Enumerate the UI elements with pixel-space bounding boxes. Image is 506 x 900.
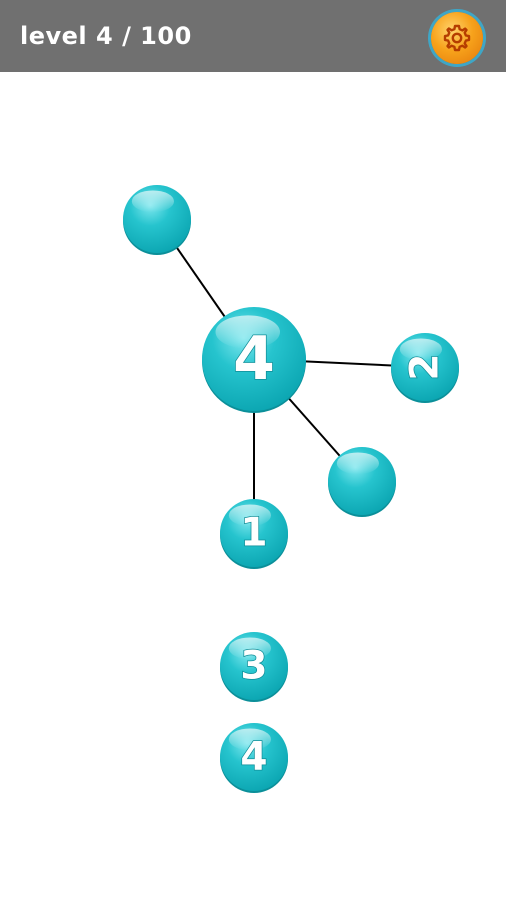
node-highlight [131,190,174,213]
node-label: 4 [233,324,275,394]
node-highlight [215,315,280,349]
board-canvas: 4 2 1 3 4 [123,185,459,793]
node-highlight [228,637,271,660]
node-highlight [228,504,271,527]
node-highlight [228,728,271,751]
game-board: 4 2 1 3 4 [0,72,506,900]
node-b[interactable]: 2 [391,333,459,403]
node-label: 2 [403,353,448,380]
node-c[interactable] [328,447,396,517]
node-d[interactable]: 1 [220,499,288,569]
node-label: 3 [240,644,267,689]
nodes-layer: 4 2 1 3 4 [123,185,459,793]
gear-icon [443,24,471,52]
node-label: 4 [240,735,267,780]
top-bar: level 4 / 100 [0,0,506,72]
level-indicator: level 4 / 100 [20,22,192,50]
node-center[interactable]: 4 [202,307,306,413]
node-a[interactable] [123,185,191,255]
node-label: 1 [240,511,267,556]
node-f[interactable]: 4 [220,723,288,793]
settings-button[interactable] [431,12,483,64]
node-highlight [336,452,380,475]
node-highlight [399,338,443,361]
node-e[interactable]: 3 [220,632,288,702]
